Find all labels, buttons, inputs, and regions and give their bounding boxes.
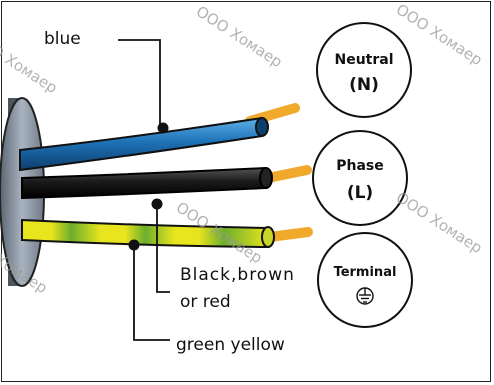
- neutral-code: (N): [349, 75, 379, 95]
- black-wire: [21, 166, 267, 200]
- blue-wire: [19, 116, 263, 172]
- blue-wire-label: blue: [44, 29, 81, 49]
- phase-terminal-circle: [312, 130, 408, 226]
- earth-label: Terminal: [334, 265, 397, 280]
- green-wire-label: green yellow: [176, 335, 285, 355]
- neutral-label: Neutral: [334, 52, 393, 68]
- earth-terminal-circle: [317, 232, 413, 328]
- phase-code: (L): [347, 183, 373, 203]
- neutral-terminal-circle: [316, 22, 412, 118]
- black-wire-label-line2: or red: [180, 292, 231, 312]
- blue-wire-end: [255, 117, 269, 137]
- blue-leader-line: [118, 39, 161, 128]
- green-leader-dot: [128, 239, 140, 251]
- green-leader-line: [133, 245, 170, 341]
- black-wire-end: [259, 167, 273, 189]
- watermark: ООО Хомаер: [193, 2, 286, 71]
- green-yellow-wire-end: [261, 226, 275, 248]
- blue-leader-dot: [157, 122, 169, 134]
- phase-label: Phase: [336, 158, 384, 174]
- watermark: ООО Хомаер: [393, 188, 486, 257]
- black-wire-label-line1: Black,brown: [180, 265, 295, 285]
- black-leader-line: [156, 204, 170, 293]
- black-leader-dot: [151, 198, 163, 210]
- ground-icon: [356, 287, 374, 305]
